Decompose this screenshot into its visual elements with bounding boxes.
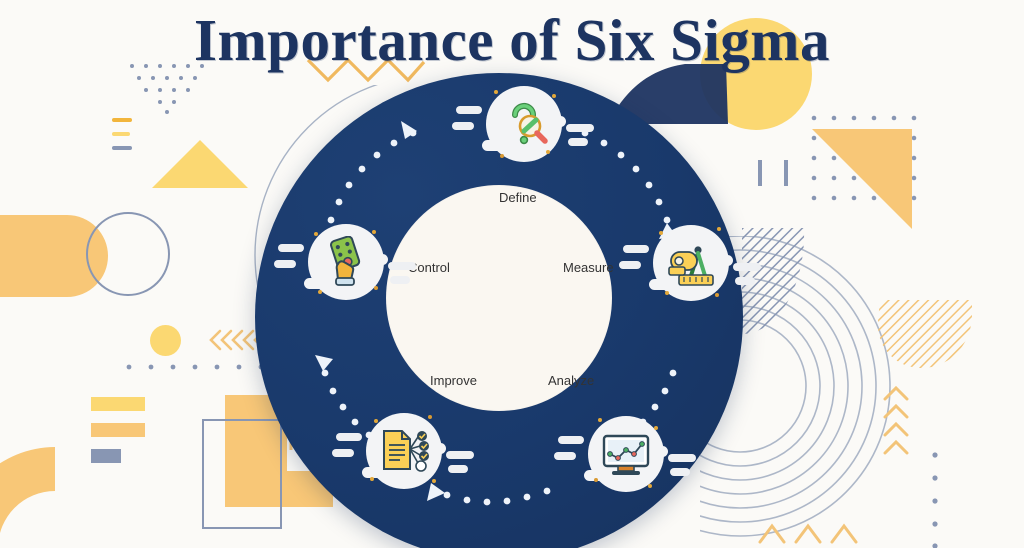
phase-label-improve: Improve	[430, 373, 477, 388]
badge-speed-line	[332, 449, 354, 457]
up-chevrons-bottom-right	[758, 523, 858, 544]
confetti-dot	[665, 291, 669, 295]
confetti-dot	[374, 419, 378, 423]
page-title: Importance of Six Sigma	[194, 7, 830, 73]
confetti-dot	[546, 150, 550, 154]
badge-speed-line	[558, 436, 584, 444]
badge-speed-line	[446, 451, 474, 459]
measuring-tape-compass-icon	[668, 246, 714, 286]
badge-speed-line	[566, 124, 594, 132]
phase-icon-control[interactable]	[274, 216, 416, 308]
up-chevrons-right	[883, 385, 909, 455]
confetti-dot	[594, 478, 598, 482]
confetti-dot	[648, 484, 652, 488]
document-checklist-icon	[383, 430, 429, 472]
confetti-dot	[372, 230, 376, 234]
dash-stack-left	[112, 118, 132, 150]
confetti-dot	[370, 477, 374, 481]
confetti-dot	[598, 418, 602, 422]
confetti-dot	[318, 290, 322, 294]
badge-speed-line	[336, 433, 362, 441]
vertical-dots-right	[932, 452, 938, 548]
badge-speed-line	[568, 138, 588, 146]
badge-speed-line	[623, 245, 649, 253]
chart-monitor-icon	[602, 434, 650, 475]
striped-blob-right	[878, 300, 972, 368]
confetti-dot	[428, 415, 432, 419]
badge-speed-line	[448, 465, 468, 473]
phase-label-define: Define	[499, 190, 537, 205]
orange-triangle-right	[812, 129, 912, 229]
vertical-bars-right	[758, 160, 789, 191]
yellow-circle-bottom-left	[150, 325, 181, 356]
badge-puff	[584, 416, 668, 492]
confetti-dot	[552, 94, 556, 98]
phase-label-measure: Measure	[563, 260, 614, 275]
badge-speed-line	[735, 277, 755, 285]
confetti-dot	[432, 479, 436, 483]
confetti-dot	[374, 286, 378, 290]
phase-label-analyze: Analyze	[548, 373, 595, 388]
badge-speed-line	[670, 468, 690, 476]
yellow-triangle-left	[152, 140, 248, 188]
phase-icon-analyze[interactable]	[554, 408, 696, 500]
striped-wedge-right	[742, 228, 805, 335]
question-magnifier-icon	[511, 102, 548, 145]
phase-icon-measure[interactable]	[619, 217, 761, 309]
badge-speed-line	[554, 452, 576, 460]
badge-speed-line	[388, 262, 416, 270]
confetti-dot	[717, 227, 721, 231]
badge-speed-line	[668, 454, 696, 462]
confetti-dot	[494, 90, 498, 94]
badge-speed-line	[274, 260, 296, 268]
badge-speed-line	[452, 122, 474, 130]
bar-stack-bottom-left	[91, 397, 145, 463]
confetti-dot	[659, 231, 663, 235]
badge-speed-line	[619, 261, 641, 269]
badge-speed-line	[390, 276, 410, 284]
confetti-dot	[500, 154, 504, 158]
confetti-dot	[715, 293, 719, 297]
outlined-circle-left	[86, 212, 170, 296]
phase-icon-improve[interactable]	[332, 405, 474, 497]
confetti-dot	[654, 426, 658, 430]
orange-rounded-bar-left	[0, 215, 108, 297]
hand-remote-control-icon	[330, 236, 361, 286]
dot-grid-right	[811, 115, 917, 201]
phase-icon-define[interactable]	[452, 78, 594, 170]
confetti-dot	[314, 232, 318, 236]
badge-speed-line	[278, 244, 304, 252]
orange-arc-bottom-left	[0, 447, 55, 534]
badge-speed-line	[733, 263, 761, 271]
badge-puff	[362, 413, 446, 489]
badge-speed-line	[456, 106, 482, 114]
